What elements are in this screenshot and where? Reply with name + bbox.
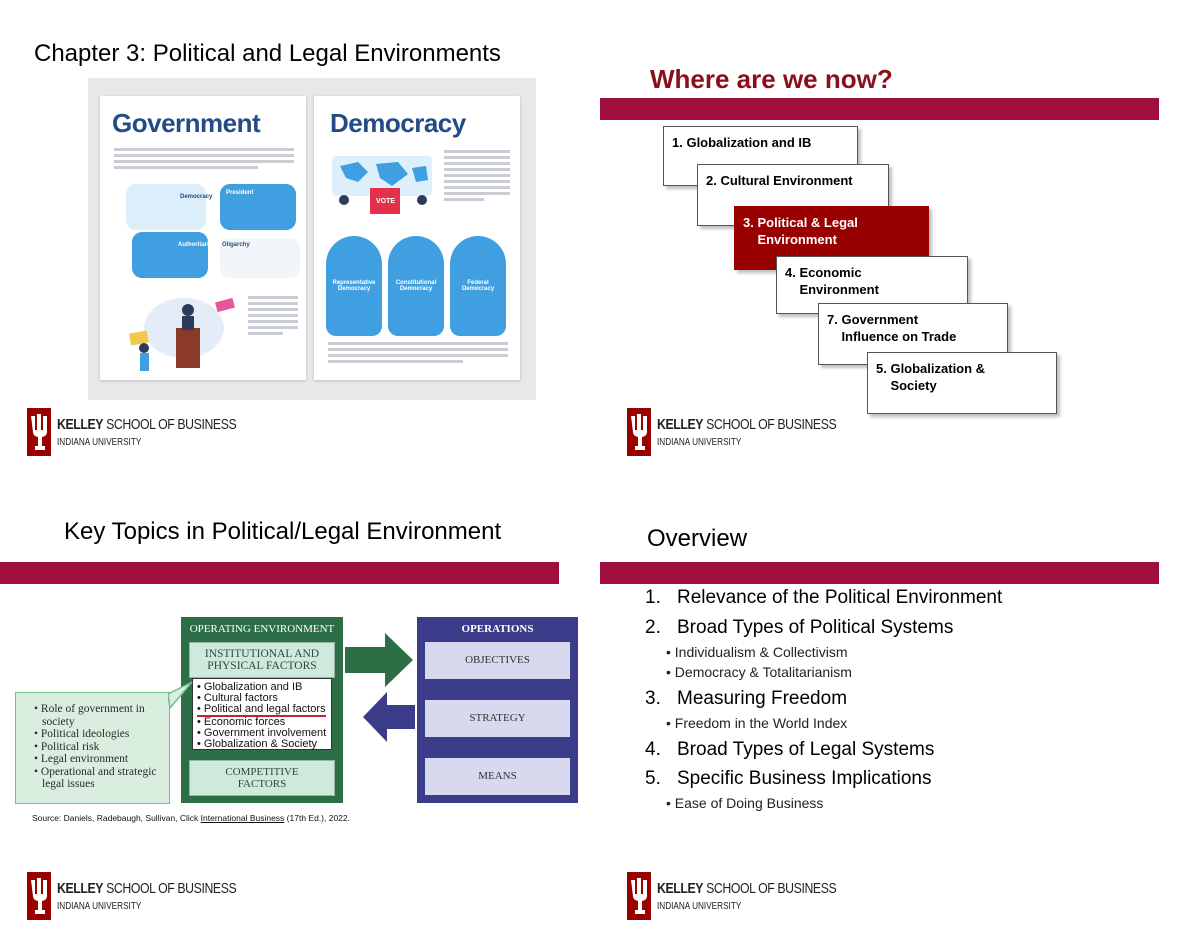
callout-item: • Political risk <box>34 740 100 753</box>
poster-president-card <box>220 184 296 230</box>
overview-item-3: 3.Measuring Freedom <box>645 688 848 709</box>
poster-text-lines <box>248 296 298 338</box>
poster-page-democracy: Democracy VOTE Representative Democracy … <box>314 96 520 380</box>
slide3-accent-bar <box>0 562 559 584</box>
iu-trident-icon <box>627 408 651 456</box>
logo-name: KELLEY SCHOOL OF BUSINESS <box>57 880 237 897</box>
slide4-title: Overview <box>647 525 748 552</box>
poster-podium-illustration <box>129 297 235 371</box>
poster-text-lines <box>328 342 508 366</box>
source-citation: Source: Daniels, Radebaugh, Sullivan, Cl… <box>32 813 350 823</box>
poster-label-constitutional: Constitutional Democracy <box>395 280 437 292</box>
overview-item-5: 5.Specific Business Implications <box>645 768 932 789</box>
operating-environment-label: OPERATING ENVIRONMENT <box>189 623 335 635</box>
overview-item-1: 1.Relevance of the Political Environment <box>645 587 1003 608</box>
poster-label-democracy: Democracy <box>180 194 213 200</box>
left-arrow-icon <box>363 692 415 742</box>
factor-item: • Globalization and IB <box>197 681 303 693</box>
poster-text-lines <box>444 150 510 204</box>
kelley-logo: KELLEY SCHOOL OF BUSINESS INDIANA UNIVER… <box>27 408 237 460</box>
logo-subtitle: INDIANA UNIVERSITY <box>57 901 142 912</box>
poster-image: Government Democracy President Authorita… <box>88 78 536 400</box>
step-5: 5. Globalization & Society <box>867 352 1057 414</box>
iu-trident-icon <box>27 872 51 920</box>
slide2-accent-bar <box>600 98 1159 120</box>
kelley-logo: KELLEY SCHOOL OF BUSINESS INDIANA UNIVER… <box>627 408 837 460</box>
poster-label-oligarchy: Oligarchy <box>222 242 250 248</box>
slide2-title: Where are we now? <box>650 64 893 94</box>
overview-sub-item: • Democracy & Totalitarianism <box>666 664 852 680</box>
callout-item: • Operational and strategic legal issues <box>34 765 157 791</box>
factor-item-highlighted: • Political and legal factors <box>197 703 326 717</box>
callout-item: • Political ideologies <box>34 728 130 740</box>
slide4-accent-bar <box>600 562 1159 584</box>
poster-representative-card <box>326 236 382 336</box>
factor-item: • Government involvement <box>197 727 327 739</box>
strategy-box: STRATEGY <box>425 700 570 737</box>
factor-list: • Globalization and IB • Cultural factor… <box>192 678 332 750</box>
logo-subtitle: INDIANA UNIVERSITY <box>657 437 742 448</box>
overview-item-2: 2.Broad Types of Political Systems <box>645 617 954 638</box>
logo-subtitle: INDIANA UNIVERSITY <box>657 901 742 912</box>
poster-label-federal: Federal Democracy <box>461 280 495 292</box>
iu-trident-icon <box>27 408 51 456</box>
overview-sub-item: • Ease of Doing Business <box>666 795 824 811</box>
logo-subtitle: INDIANA UNIVERSITY <box>57 437 142 448</box>
kelley-logo: KELLEY SCHOOL OF BUSINESS INDIANA UNIVER… <box>627 872 837 924</box>
poster-label-authoritarian: Authoritarian <box>178 242 216 248</box>
poster-authoritarian-card <box>132 232 208 278</box>
overview-item-4: 4.Broad Types of Legal Systems <box>645 739 935 760</box>
political-legal-callout: • Role of government in society • Politi… <box>15 692 170 804</box>
poster-page-government: Government Democracy President Authorita… <box>100 96 306 380</box>
source-link[interactable]: International Business <box>200 813 285 823</box>
logo-name: KELLEY SCHOOL OF BUSINESS <box>57 416 237 433</box>
slide1-title: Chapter 3: Political and Legal Environme… <box>34 40 501 67</box>
operations-label: OPERATIONS <box>461 623 534 635</box>
right-arrow-icon <box>345 633 413 687</box>
institutional-factors-box: INSTITUTIONAL AND PHYSICAL FACTORS <box>189 642 335 678</box>
callout-item: • Role of government in society <box>34 703 145 728</box>
means-box: MEANS <box>425 758 570 795</box>
slide3-title: Key Topics in Political/Legal Environmen… <box>64 518 502 545</box>
poster-title-government: Government <box>112 108 261 138</box>
poster-oligarchy-card <box>220 238 300 278</box>
poster-democracy-card <box>126 184 206 230</box>
poster-world-map-illustration <box>332 156 432 214</box>
poster-constitutional-card <box>388 236 444 336</box>
poster-label-representative: Representative Democracy <box>332 280 376 292</box>
factor-item: • Globalization & Society <box>197 738 318 750</box>
callout-item: • Legal environment <box>34 753 129 765</box>
factor-item: • Cultural factors <box>197 692 278 704</box>
logo-name: KELLEY SCHOOL OF BUSINESS <box>657 416 837 433</box>
poster-vote-label: VOTE <box>376 198 396 205</box>
poster-label-president: President <box>226 190 254 196</box>
poster-federal-card <box>450 236 506 336</box>
kelley-logo: KELLEY SCHOOL OF BUSINESS INDIANA UNIVER… <box>27 872 237 924</box>
iu-trident-icon <box>627 872 651 920</box>
factor-item: • Economic forces <box>197 716 286 728</box>
overview-sub-item: • Freedom in the World Index <box>666 715 848 731</box>
callout-pointer <box>168 681 193 710</box>
logo-name: KELLEY SCHOOL OF BUSINESS <box>657 880 837 897</box>
competitive-factors-box: COMPETITIVE FACTORS <box>189 760 335 796</box>
objectives-box: OBJECTIVES <box>425 642 570 679</box>
overview-sub-item: • Individualism & Collectivism <box>666 644 848 660</box>
poster-text-lines <box>114 148 294 172</box>
poster-title-democracy: Democracy <box>330 108 466 138</box>
